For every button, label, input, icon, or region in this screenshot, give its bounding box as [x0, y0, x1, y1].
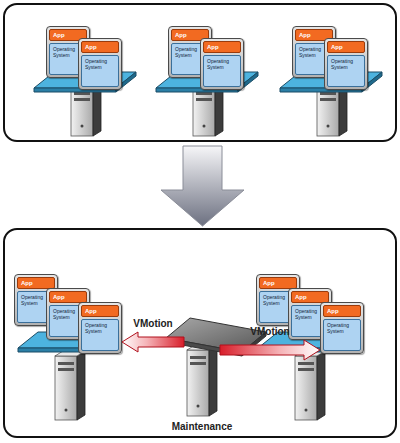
- drive-slot: [320, 98, 336, 101]
- tower-front: [317, 86, 339, 136]
- tower-front: [187, 350, 209, 416]
- virtual-machine-card: AppOperating System: [320, 302, 364, 354]
- drive-slot: [298, 368, 314, 371]
- server-tower: [187, 345, 217, 416]
- vmotion-arrow: [122, 332, 184, 352]
- virtual-machine-card: AppOperating System: [78, 38, 122, 90]
- transition-arrow: [161, 146, 244, 226]
- maintenance-host: Maintenance: [184, 338, 220, 420]
- virtual-machine-card: AppOperating System: [200, 38, 244, 90]
- virtual-machine-card: AppOperating System: [324, 38, 368, 90]
- server-tower: [55, 351, 85, 420]
- drive-slot: [58, 368, 74, 371]
- power-button: [81, 125, 84, 128]
- edge-label: VMotion: [133, 318, 172, 329]
- drive-slot: [196, 98, 212, 101]
- vmotion-arrow: [220, 340, 320, 360]
- drive-slot: [190, 362, 206, 365]
- app-label: App: [203, 41, 241, 53]
- tower-side: [77, 351, 85, 420]
- power-button: [203, 125, 206, 128]
- tower-side: [317, 351, 325, 420]
- app-label: App: [81, 41, 119, 53]
- os-label: Operating System: [81, 319, 119, 351]
- host-group-panel: AppOperating SystemAppOperating SystemAp…: [3, 228, 397, 438]
- drive-slot: [58, 362, 74, 365]
- os-label: Operating System: [203, 55, 241, 87]
- drive-slot: [190, 356, 206, 359]
- tower-front: [295, 356, 317, 420]
- maintenance-platform: [166, 318, 266, 356]
- app-label: App: [81, 305, 119, 317]
- drive-slot: [74, 98, 90, 101]
- power-button: [65, 409, 68, 412]
- os-label: Operating System: [327, 55, 365, 87]
- tower-side: [209, 345, 217, 416]
- app-label: App: [327, 41, 365, 53]
- edge-label: VMotion: [250, 326, 289, 337]
- host-label: Maintenance: [172, 421, 233, 432]
- tower-front: [193, 86, 215, 136]
- server-tower: [295, 351, 325, 420]
- host-group-panel: AppOperating SystemAppOperating SystemAp…: [3, 3, 397, 142]
- power-button: [327, 125, 330, 128]
- tower-front: [55, 356, 77, 420]
- os-label: Operating System: [81, 55, 119, 87]
- os-label: Operating System: [323, 319, 361, 351]
- tower-front: [71, 86, 93, 136]
- app-label: App: [323, 305, 361, 317]
- power-button: [305, 409, 308, 412]
- drive-slot: [298, 362, 314, 365]
- power-button: [197, 405, 200, 408]
- virtual-machine-card: AppOperating System: [78, 302, 122, 354]
- platform-edge: [166, 338, 242, 356]
